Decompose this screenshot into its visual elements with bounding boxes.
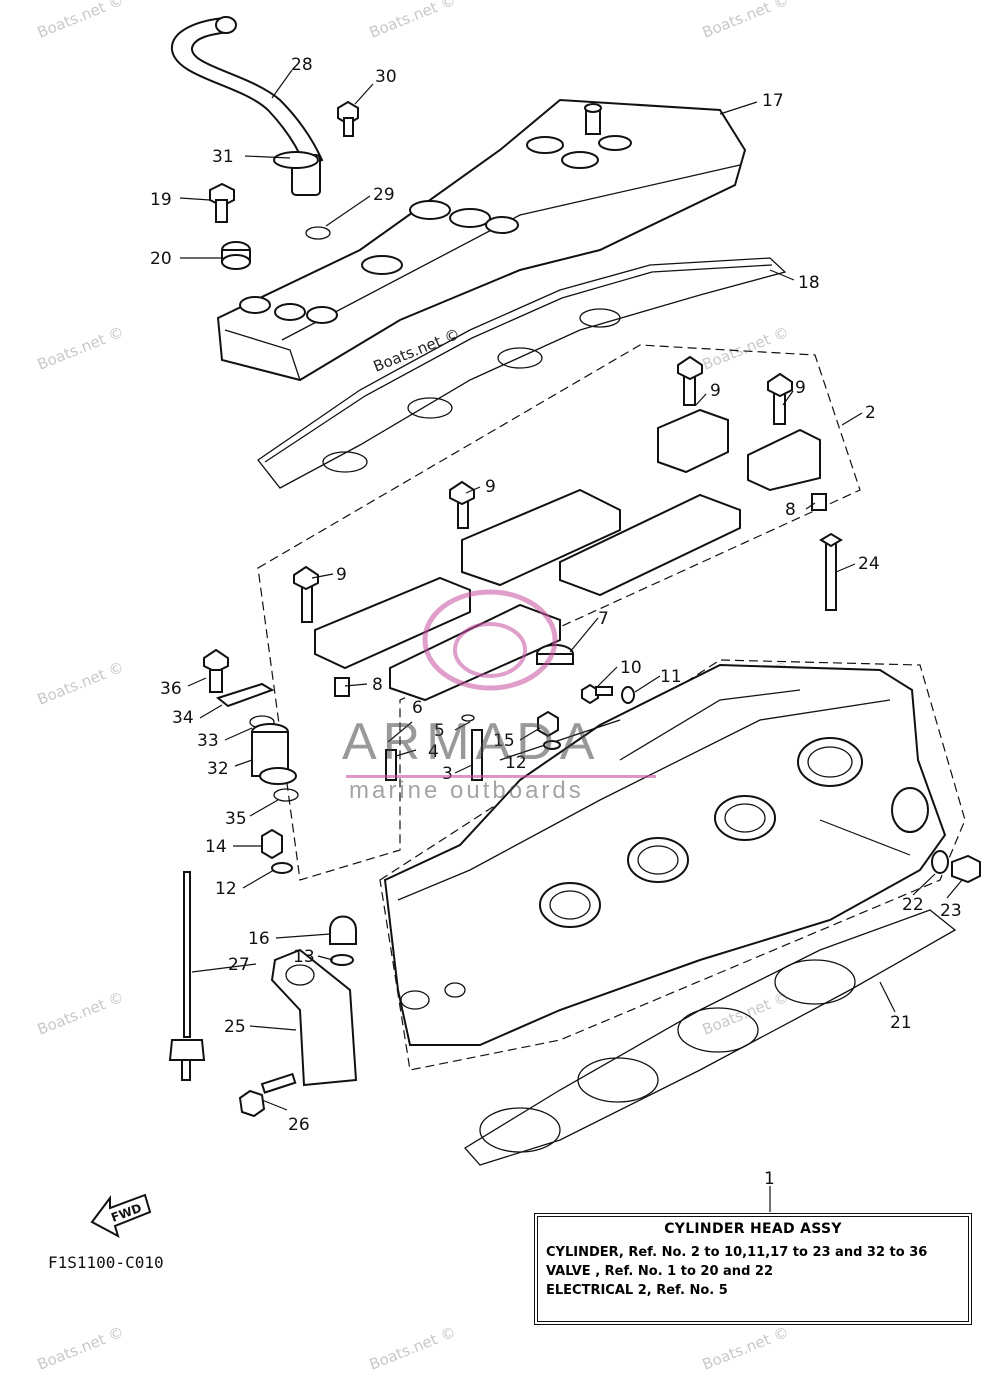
bolt-30 <box>337 100 359 137</box>
callout-6: 6 <box>412 698 423 718</box>
legend-inner: CYLINDER HEAD ASSY CYLINDER, Ref. No. 2 … <box>537 1216 969 1322</box>
washer-13 <box>330 954 354 966</box>
camshaft-cap-lower <box>293 565 574 702</box>
diagram-code: F1S1100-C010 <box>48 1253 164 1272</box>
head-cover <box>216 98 747 382</box>
legend-line: CYLINDER, Ref. No. 2 to 10,11,17 to 23 a… <box>546 1245 928 1260</box>
watermark: Boats.net © <box>35 658 127 709</box>
cover-gasket <box>257 257 787 489</box>
callout-9: 9 <box>795 378 806 398</box>
watermark: Boats.net © <box>35 0 127 42</box>
callout-4: 4 <box>428 742 439 762</box>
bolt-36 <box>203 648 229 693</box>
watermark: Boats.net © <box>35 323 127 374</box>
callout-23: 23 <box>940 901 962 921</box>
legend-line: VALVE , Ref. No. 1 to 20 and 22 <box>546 1264 773 1279</box>
breather-hose <box>170 16 331 240</box>
callout-8: 8 <box>372 675 383 695</box>
washer-11 <box>621 686 635 704</box>
callout-14: 14 <box>205 837 227 857</box>
watermark: Boats.net © <box>35 988 127 1039</box>
callout-7: 7 <box>598 609 609 629</box>
head-group-outline <box>379 659 966 1071</box>
callout-35: 35 <box>225 809 247 829</box>
cable-tie-27 <box>168 871 206 1081</box>
callout-28: 28 <box>291 55 313 75</box>
callout-24: 24 <box>858 554 880 574</box>
callout-numbers: 28 30 31 19 29 20 17 18 9 9 2 9 8 24 9 7… <box>150 55 962 1189</box>
stud-24 <box>819 532 843 611</box>
callout-34: 34 <box>172 708 194 728</box>
bolt-10 <box>581 683 613 705</box>
callout-9: 9 <box>710 381 721 401</box>
washer-22 <box>931 850 949 874</box>
cap-nut-16 <box>329 915 357 945</box>
bracket-25 <box>270 948 358 1087</box>
sleeve-32 <box>251 723 297 785</box>
callout-5: 5 <box>434 721 445 741</box>
callout-15: 15 <box>493 731 515 751</box>
callout-1: 1 <box>764 1169 775 1189</box>
callout-9: 9 <box>485 477 496 497</box>
watermark: Boats.net © <box>700 0 792 42</box>
callout-8: 8 <box>785 500 796 520</box>
watermark: Boats.net © <box>700 988 792 1039</box>
legend-box: CYLINDER HEAD ASSY CYLINDER, Ref. No. 2 … <box>534 1213 972 1325</box>
plug-23 <box>951 854 981 884</box>
legend-line: ELECTRICAL 2, Ref. No. 5 <box>546 1283 728 1298</box>
camshaft-cap-middle <box>449 480 741 597</box>
callout-16: 16 <box>248 929 270 949</box>
head-gasket <box>463 909 957 1166</box>
callout-10: 10 <box>620 658 642 678</box>
callout-19: 19 <box>150 190 172 210</box>
legend-title: CYLINDER HEAD ASSY <box>664 1221 842 1237</box>
watermark: Boats.net © <box>700 1323 792 1374</box>
bolt-19 <box>209 182 235 223</box>
callout-31: 31 <box>212 147 234 167</box>
callout-18: 18 <box>798 273 820 293</box>
watermark: Boats.net © <box>367 0 459 42</box>
callout-26: 26 <box>288 1115 310 1135</box>
camshaft-cap-upper-right <box>657 355 827 511</box>
callout-2: 2 <box>865 403 876 423</box>
callout-27: 27 <box>228 955 250 975</box>
watermark: Boats.net © <box>35 1323 127 1374</box>
callout-11: 11 <box>660 667 682 687</box>
callout-20: 20 <box>150 249 172 269</box>
leader-lines <box>179 69 963 1212</box>
callout-29: 29 <box>373 185 395 205</box>
o-ring-35 <box>273 788 299 802</box>
callout-33: 33 <box>197 731 219 751</box>
valve-parts <box>385 710 561 781</box>
callout-9: 9 <box>336 565 347 585</box>
cylinder-head <box>383 663 947 1046</box>
watermark: Boats.net © <box>367 1323 459 1374</box>
armada-logo-mark <box>422 589 558 691</box>
callout-22: 22 <box>902 895 924 915</box>
callout-30: 30 <box>375 67 397 87</box>
callout-21: 21 <box>890 1013 912 1033</box>
callout-25: 25 <box>224 1017 246 1037</box>
group-2-outline <box>257 344 861 881</box>
watermark: Boats.net © <box>700 323 792 374</box>
armada-tagline: marine outboards <box>349 777 584 804</box>
fwd-arrow-icon: FWD <box>90 1193 152 1239</box>
bolt-26 <box>238 1072 297 1118</box>
grommet-20 <box>221 241 251 270</box>
callout-32: 32 <box>207 759 229 779</box>
callout-36: 36 <box>160 679 182 699</box>
nut-14 <box>261 828 283 860</box>
callout-12: 12 <box>505 753 527 773</box>
armada-rule <box>346 775 656 778</box>
callout-12: 12 <box>215 879 237 899</box>
callout-3: 3 <box>442 764 453 784</box>
armada-brand: ARMADA <box>342 713 601 771</box>
callout-13: 13 <box>293 947 315 967</box>
callout-17: 17 <box>762 91 784 111</box>
washer-12-left <box>271 862 293 874</box>
bracket-34 <box>215 682 275 708</box>
